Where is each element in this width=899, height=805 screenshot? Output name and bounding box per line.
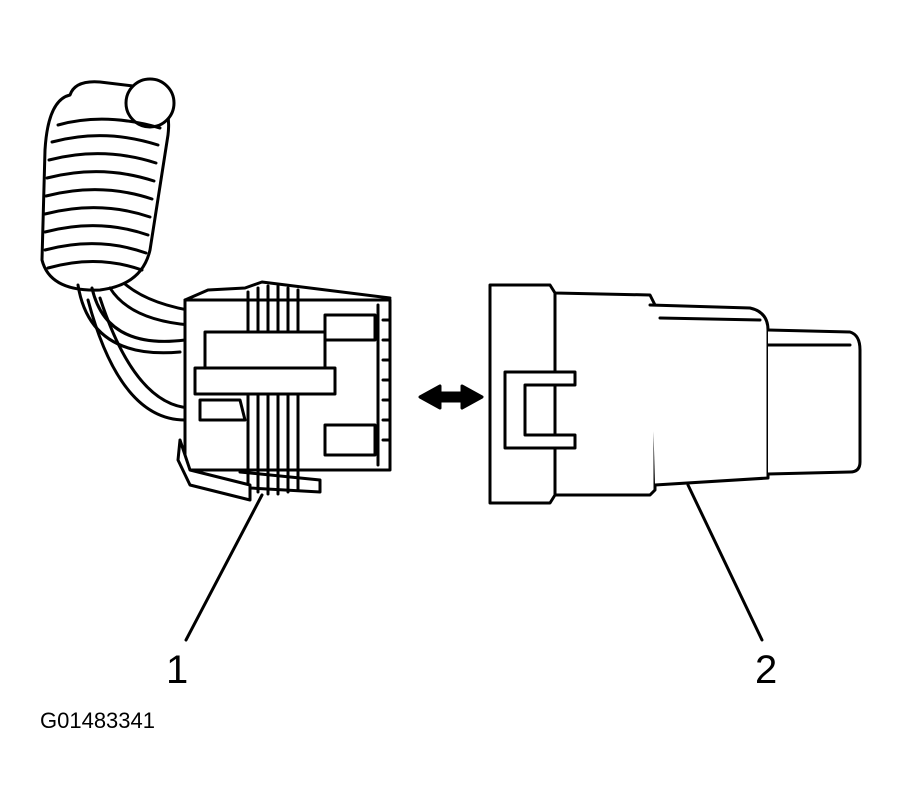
leader-line-2 bbox=[686, 483, 764, 642]
wires bbox=[76, 282, 202, 422]
figure-code: G01483341 bbox=[40, 708, 155, 733]
engage-arrow bbox=[418, 384, 484, 410]
wire-conduit bbox=[40, 77, 176, 292]
connector-2 bbox=[488, 283, 862, 505]
leader-line-1 bbox=[184, 493, 264, 642]
connector-1 bbox=[176, 280, 392, 502]
callout-label-2: 2 bbox=[755, 648, 778, 692]
callout-label-1: 1 bbox=[166, 648, 189, 692]
